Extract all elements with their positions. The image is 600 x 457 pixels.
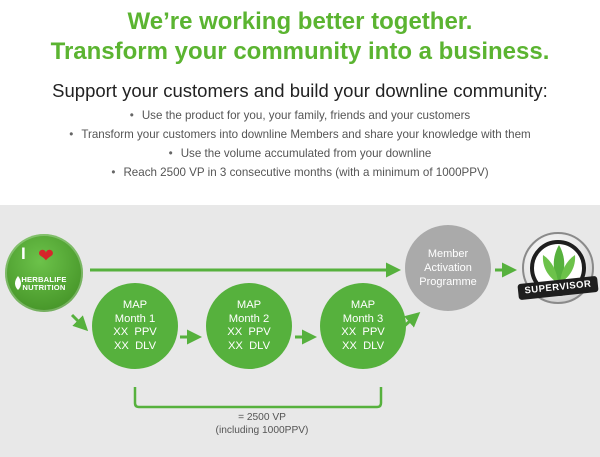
total-ppv-note: (including 1000PPV) — [215, 425, 309, 436]
total-bracket — [133, 387, 383, 409]
map-label: MAP — [122, 299, 148, 311]
heart-icon: ❤ — [38, 246, 54, 267]
map-month3-circle: MAP Month 3 XX PPV XX DLV — [320, 283, 406, 369]
total-vp: = 2500 VP — [238, 412, 286, 423]
supervisor-badge-icon: SUPERVISOR — [517, 232, 599, 304]
map-label: MAP — [350, 299, 376, 311]
bullet-item: Reach 2500 VP in 3 consecutive months (w… — [0, 163, 600, 182]
map-month: Month 2 — [228, 312, 270, 325]
map-month2-circle: MAP Month 2 XX PPV XX DLV — [206, 283, 292, 369]
member-activation-circle: Member Activation Programme — [405, 225, 491, 311]
bullet-list: Use the product for you, your family, fr… — [0, 106, 600, 182]
logo-brand-line1: HERBALIFE — [21, 275, 67, 284]
map-month1-circle: MAP Month 1 XX PPV XX DLV — [92, 283, 178, 369]
arrow-logo-to-month1 — [70, 313, 89, 332]
bullet-item: Transform your customers into downline M… — [0, 125, 600, 144]
member-activation-line3: Programme — [419, 276, 477, 288]
map-month: Month 3 — [342, 312, 384, 325]
total-volume-note: = 2500 VP (including 1000PPV) — [212, 411, 312, 437]
member-activation-line1: Member — [427, 248, 469, 260]
bullet-item: Use the volume accumulated from your dow… — [0, 144, 600, 163]
map-dlv: XX DLV — [227, 339, 271, 352]
herbalife-leaf-icon — [15, 276, 21, 290]
headline-line2: Transform your community into a business… — [50, 38, 550, 65]
map-month: Month 1 — [114, 312, 156, 325]
bullet-item: Use the product for you, your family, fr… — [0, 106, 600, 125]
logo-i-letter: I — [21, 244, 26, 263]
map-label: MAP — [236, 299, 262, 311]
map-ppv: XX PPV — [113, 326, 157, 338]
herbalife-logo: I ❤ HERBALIFE NUTRITION — [5, 234, 83, 312]
subtitle: Support your customers and build your do… — [52, 80, 548, 101]
map-dlv: XX DLV — [113, 339, 157, 352]
logo-brand-line2: NUTRITION — [22, 283, 66, 292]
map-dlv: XX DLV — [341, 339, 385, 352]
herbalife-leaf-icon — [542, 245, 576, 283]
member-activation-line2: Activation — [424, 262, 472, 274]
map-ppv: XX PPV — [227, 326, 271, 338]
map-ppv: XX PPV — [341, 326, 385, 338]
headline-line1: We’re working better together. — [127, 8, 473, 35]
